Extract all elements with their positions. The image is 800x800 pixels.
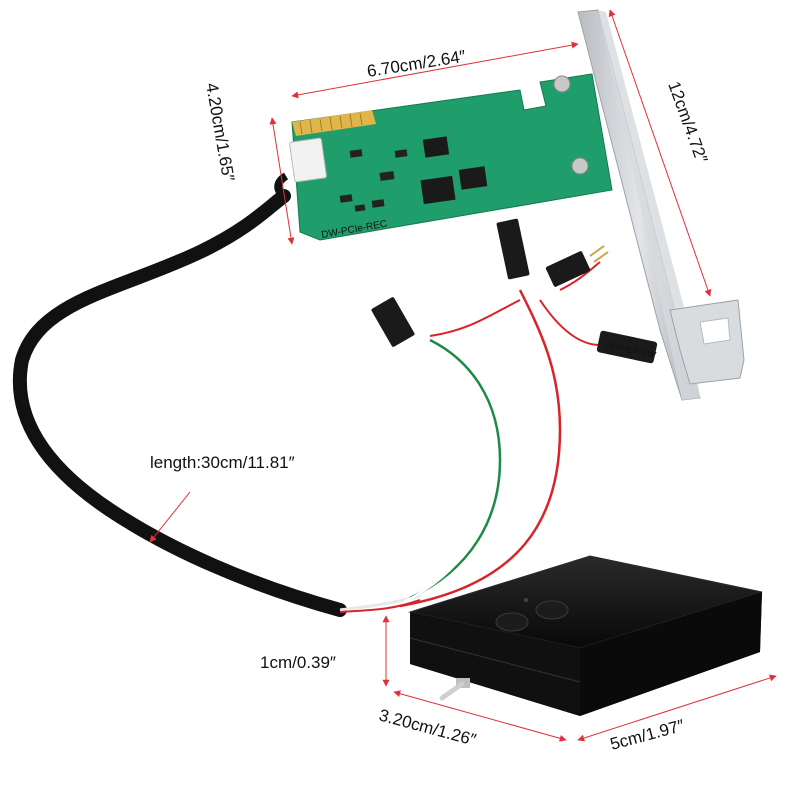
toggle-switch bbox=[439, 678, 470, 701]
card-height-label: 4.20cm/1.65″ bbox=[202, 81, 238, 182]
remote-width-label: 5cm/1.97″ bbox=[608, 716, 686, 754]
gold-edge-connector bbox=[292, 110, 376, 136]
screw-icon bbox=[553, 75, 571, 93]
pcie-receiver-card: DW-PCIe-REC bbox=[289, 73, 613, 241]
remote-depth-label: 3.20cm/1.26″ bbox=[377, 706, 478, 750]
reset-button bbox=[535, 600, 569, 620]
led-indicator bbox=[524, 598, 528, 602]
power-sw-connector: POWER SW bbox=[596, 330, 657, 364]
power-button bbox=[495, 612, 529, 632]
chip bbox=[458, 166, 488, 190]
screw-icon bbox=[571, 157, 589, 175]
header-wires bbox=[399, 261, 601, 608]
cable-connector bbox=[289, 137, 327, 183]
remote-thickness-label: 1cm/0.39″ bbox=[260, 653, 336, 672]
dupont-connector bbox=[371, 218, 609, 347]
chip bbox=[422, 136, 450, 158]
wireless-remote bbox=[408, 555, 763, 716]
card-width-label: 6.70cm/2.64″ bbox=[366, 47, 467, 81]
dimension-lines bbox=[149, 9, 777, 742]
chip bbox=[420, 175, 456, 205]
bracket-height-label: 12cm/4.72″ bbox=[664, 79, 711, 166]
cable-length-label: length:30cm/11.81″ bbox=[150, 453, 295, 472]
